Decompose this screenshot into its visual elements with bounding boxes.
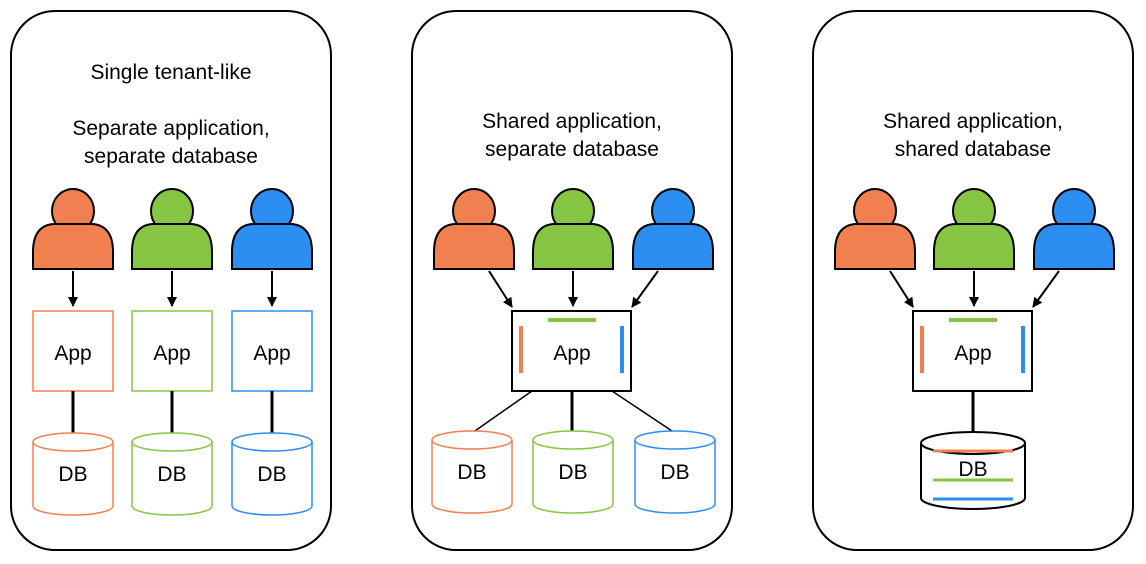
shared-app-box bbox=[511, 310, 632, 392]
app-db-link bbox=[611, 390, 676, 434]
db-cylinder bbox=[532, 430, 614, 514]
app-box bbox=[32, 310, 114, 392]
db-cylinder-body bbox=[634, 430, 716, 514]
db-cylinder bbox=[634, 430, 716, 514]
panel-title: Shared application, bbox=[883, 110, 1063, 133]
arrow bbox=[488, 270, 513, 308]
app-label: App bbox=[153, 342, 190, 365]
db-cylinder-rim bbox=[32, 441, 114, 452]
person-icon bbox=[1033, 188, 1115, 270]
person-icon bbox=[433, 188, 515, 270]
db-cylinder-body bbox=[431, 430, 513, 514]
db-label: DB bbox=[457, 461, 486, 484]
shared-db-cylinder: DB bbox=[920, 431, 1026, 510]
person-icon bbox=[131, 188, 213, 270]
person-body bbox=[433, 223, 515, 270]
panel-title: separate database bbox=[84, 145, 258, 168]
db-cylinder-body bbox=[131, 432, 213, 516]
panel-title: Shared application, bbox=[482, 110, 662, 133]
db-label: DB bbox=[157, 463, 186, 486]
person-body bbox=[933, 223, 1015, 270]
db-label: DB bbox=[558, 461, 587, 484]
app-label: App bbox=[54, 342, 91, 365]
db-cylinder-rim bbox=[431, 439, 513, 450]
person-body bbox=[231, 223, 313, 270]
db-cylinder-body bbox=[532, 430, 614, 514]
person-icon bbox=[231, 188, 313, 270]
panel-title: Single tenant-like bbox=[90, 61, 251, 84]
person-icon bbox=[632, 188, 714, 270]
db-label: DB bbox=[257, 463, 286, 486]
app-db-link bbox=[471, 390, 533, 434]
person-icon bbox=[32, 188, 114, 270]
panel-title: Separate application, bbox=[72, 117, 269, 140]
person-body bbox=[632, 223, 714, 270]
panel-shared-app-separate-db: Shared application, separate databaseAppD… bbox=[411, 10, 733, 551]
db-label: DB bbox=[660, 461, 689, 484]
db-cylinder-rim bbox=[131, 441, 213, 452]
db-cylinder-rim bbox=[920, 442, 1026, 455]
db-cylinder bbox=[32, 432, 114, 516]
db-label: DB bbox=[958, 458, 987, 481]
person-body bbox=[532, 223, 614, 270]
app-label: App bbox=[253, 342, 290, 365]
db-cylinder bbox=[131, 432, 213, 516]
db-cylinder-body bbox=[32, 432, 114, 516]
person-icon bbox=[834, 188, 916, 270]
db-cylinder bbox=[231, 432, 313, 516]
person-body bbox=[1033, 223, 1115, 270]
person-body bbox=[131, 223, 213, 270]
db-label: DB bbox=[58, 463, 87, 486]
db-cylinder-rim bbox=[532, 439, 614, 450]
panel-title: separate database bbox=[485, 138, 659, 161]
panel-title: shared database bbox=[895, 138, 1051, 161]
app-label: App bbox=[553, 342, 590, 365]
shared-app-box bbox=[912, 310, 1033, 392]
arrow bbox=[1032, 270, 1060, 308]
db-cylinder-rim bbox=[634, 439, 716, 450]
arrow bbox=[631, 270, 659, 308]
person-body bbox=[32, 223, 114, 270]
person-icon bbox=[933, 188, 1015, 270]
person-body bbox=[834, 223, 916, 270]
db-cylinder-rim bbox=[231, 441, 313, 452]
app-box bbox=[131, 310, 213, 392]
arrow bbox=[889, 270, 914, 308]
person-icon bbox=[532, 188, 614, 270]
db-cylinder-body bbox=[231, 432, 313, 516]
db-cylinder bbox=[431, 430, 513, 514]
app-label: App bbox=[954, 342, 991, 365]
